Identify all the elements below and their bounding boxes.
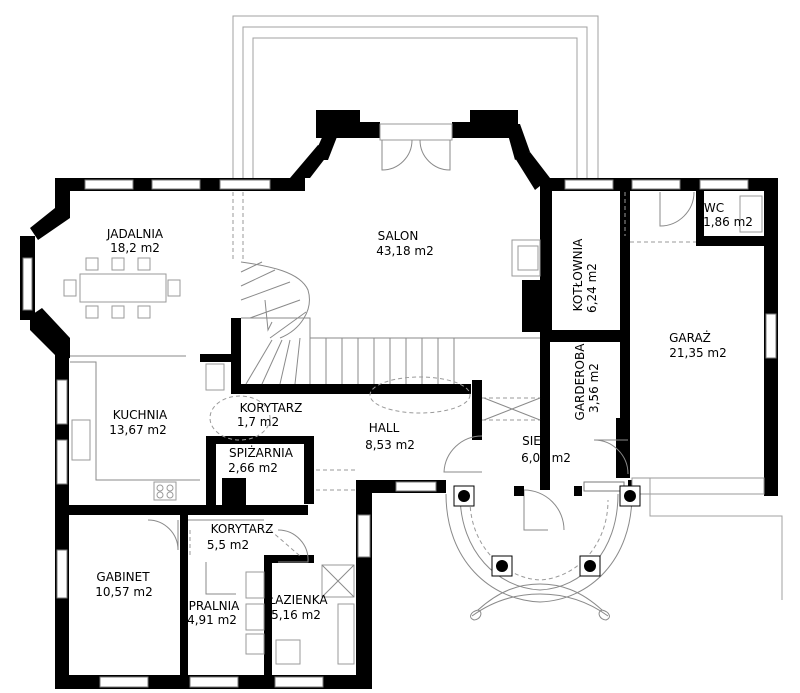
entrance-porch <box>445 493 633 621</box>
room-name-garaz: GARAŻ <box>669 330 711 345</box>
overhead-dashed-lines <box>189 192 696 557</box>
room-name-lazienka: ŁAZIENKA <box>267 593 328 607</box>
room-area-garaz: 21,35 m2 <box>669 346 727 360</box>
hall-doors <box>443 397 565 531</box>
room-name-wc: WC <box>704 201 724 215</box>
wc-fixtures <box>659 191 763 233</box>
room-area-korytarz-2: 5,5 m2 <box>207 538 249 552</box>
room-name-salon: SALON <box>378 229 419 243</box>
room-area-korytarz-1: 1,7 m2 <box>237 415 279 429</box>
room-name-korytarz-1: KORYTARZ <box>240 401 303 415</box>
room-area-jadalnia: 18,2 m2 <box>110 241 160 255</box>
room-labels: JADALNIA 18,2 m2 SALON 43,18 m2 KOTŁOWNI… <box>95 201 753 627</box>
room-area-gabinet: 10,57 m2 <box>95 585 153 599</box>
kitchen-counter <box>70 355 225 501</box>
garage-door <box>631 477 783 600</box>
room-name-kotlownia: KOTŁOWNIA <box>571 238 585 312</box>
salon-french-doors <box>379 123 453 171</box>
room-area-wc: 1,86 m2 <box>703 215 753 229</box>
porch-columns <box>453 485 641 577</box>
room-name-jadalnia: JADALNIA <box>106 227 164 241</box>
interior-walls <box>68 178 766 682</box>
room-area-kuchnia: 13,67 m2 <box>109 423 167 437</box>
room-area-kotlownia: 6,24 m2 <box>585 263 599 313</box>
room-area-hall: 8,53 m2 <box>365 438 415 452</box>
room-name-garderoba: GARDEROBA <box>573 343 587 421</box>
room-name-korytarz-2: KORYTARZ <box>211 522 274 536</box>
room-name-gabinet: GABINET <box>96 570 150 584</box>
room-area-garderoba: 3,56 m2 <box>587 363 601 413</box>
room-name-sien: SIEŃ <box>522 433 550 448</box>
exterior-walls <box>20 110 778 689</box>
garage-doors <box>593 439 629 475</box>
room-area-salon: 43,18 m2 <box>376 244 434 258</box>
room-area-sien: 6,01 m2 <box>521 451 571 465</box>
room-name-spizarnia: SPIŻARNIA <box>229 445 294 460</box>
room-area-spizarnia: 2,66 m2 <box>228 461 278 475</box>
room-area-pralnia: 4,91 m2 <box>187 613 237 627</box>
room-name-kuchnia: KUCHNIA <box>113 408 168 422</box>
windows <box>22 179 777 688</box>
staircase <box>240 261 540 385</box>
dining-table <box>63 257 181 319</box>
room-name-pralnia: PRALNIA <box>189 599 240 613</box>
terrace-outline <box>232 15 599 185</box>
fireplace <box>511 239 541 277</box>
room-name-hall: HALL <box>369 421 400 435</box>
room-area-lazienka: 5,16 m2 <box>271 608 321 622</box>
bath-fixtures <box>147 519 355 665</box>
